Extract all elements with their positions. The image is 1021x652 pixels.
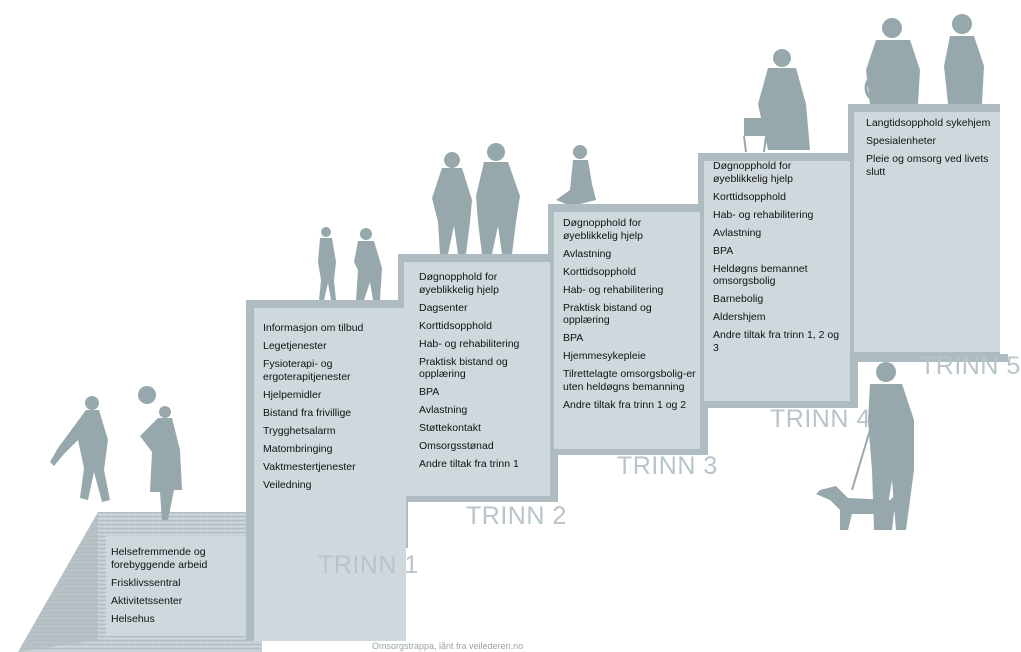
- list-item: Korttidsopphold: [419, 319, 492, 332]
- list-item: Korttidsopphold: [563, 265, 636, 278]
- list-item: Praktisk bistand og opplæring: [563, 301, 652, 327]
- ball-silhouette: [138, 386, 156, 404]
- list-item: Dagsenter: [419, 301, 468, 314]
- list-item: Spesialenheter: [866, 135, 937, 147]
- list-item: Legetjenester: [263, 340, 327, 352]
- list-item: Pleie og omsorg ved livets slutt: [866, 153, 989, 178]
- list-item: Langtidsopphold sykehjem: [866, 117, 991, 129]
- list-item: BPA: [713, 244, 734, 257]
- girl-silhouette: [140, 406, 182, 520]
- list-item: Tilrettelagte omsorgsbolig-er uten heldø…: [563, 368, 696, 393]
- list-item: Aldershjem: [713, 311, 766, 323]
- step-3-service-list: Døgnopphold for øyeblikkelig hjelp Avlas…: [563, 217, 697, 417]
- step-3-block: [554, 212, 700, 449]
- football-player-silhouette: [50, 396, 110, 502]
- list-item: BPA: [419, 386, 440, 398]
- list-item: Andre tiltak fra trinn 1, 2 og 3: [713, 329, 840, 354]
- list-item: Døgnopphold for øyeblikkelig hjelp: [563, 217, 643, 242]
- list-item: Omsorgsstønad: [419, 440, 494, 452]
- list-item: Frisklivssentral: [111, 576, 181, 589]
- list-item: Andre tiltak fra trinn 1 og 2: [563, 398, 687, 411]
- step-2-service-list: Døgnopphold for øyeblikkelig hjelp Dagse…: [419, 271, 551, 476]
- list-item: Helsefremmende og forebyggende arbeid: [111, 546, 208, 571]
- list-item: Døgnopphold for øyeblikkelig hjelp: [419, 271, 499, 296]
- blind-man-with-dog-silhouette: [816, 362, 914, 530]
- list-item: Barnebolig: [713, 293, 764, 305]
- step-2-block: [404, 262, 550, 496]
- step-5-block: [854, 112, 1000, 352]
- list-item: Informasjon om tilbud: [263, 322, 364, 334]
- list-item: Helsehus: [111, 612, 155, 625]
- step-3-label: TRINN 3: [617, 452, 718, 480]
- list-item: Hab- og rehabilitering: [713, 208, 814, 221]
- list-item: Avlastning: [419, 404, 468, 416]
- list-item: BPA: [563, 332, 584, 344]
- list-item: Matombringing: [263, 442, 333, 455]
- list-item: Støttekontakt: [419, 422, 481, 434]
- step-2-label: TRINN 2: [466, 502, 567, 530]
- list-item: Fysioterapi- og ergoterapitjenester: [263, 358, 351, 383]
- step-4-service-list: Døgnopphold for øyeblikkelig hjelp Kortt…: [713, 160, 843, 360]
- step-4-block: [704, 161, 850, 401]
- list-item: Heldøgns bemannet omsorgsbolig: [713, 262, 808, 288]
- list-item: Avlastning: [563, 247, 612, 260]
- step-1-label: TRINN 1: [318, 551, 419, 579]
- base-platform: [18, 512, 262, 652]
- wheelchair-silhouette: [864, 14, 984, 104]
- list-item: Avlastning: [713, 226, 762, 239]
- list-item: Praktisk bistand og opplæring: [419, 355, 508, 381]
- seated-person-silhouette: [556, 145, 596, 204]
- list-item: Hab- og rehabilitering: [419, 337, 520, 350]
- step-1-block: [254, 308, 406, 641]
- base-service-list: Helsefremmende og forebyggende arbeid Fr…: [111, 546, 246, 631]
- step-4-label: TRINN 4: [770, 405, 871, 433]
- list-item: Korttidsopphold: [713, 190, 786, 203]
- list-item: Bistand fra frivillige: [263, 406, 352, 419]
- list-item: Hjemmesykepleie: [563, 350, 646, 362]
- step-5-label: TRINN 5: [920, 352, 1021, 380]
- image-credit-caption: Omsorgstrappa, lånt fra veilederen.no: [372, 641, 524, 651]
- person-with-walker-silhouette: [743, 49, 810, 153]
- children-silhouette: [318, 227, 382, 300]
- list-item: Aktivitetssenter: [111, 594, 183, 607]
- list-item: Hab- og rehabilitering: [563, 283, 664, 296]
- list-item: Hjelpemidler: [263, 388, 322, 401]
- step-5-service-list: Langtidsopphold sykehjem Spesialenheter …: [866, 117, 1002, 184]
- list-item: Andre tiltak fra trinn 1: [419, 458, 519, 470]
- list-item: Vaktmestertjenester: [263, 460, 356, 473]
- step-1-service-list: Informasjon om tilbud Legetjenester Fysi…: [263, 322, 403, 497]
- list-item: Døgnopphold for øyeblikkelig hjelp: [713, 160, 793, 185]
- list-item: Veiledning: [263, 478, 312, 491]
- list-item: Trygghetsalarm: [263, 424, 336, 437]
- elderly-couple-silhouette: [432, 143, 520, 254]
